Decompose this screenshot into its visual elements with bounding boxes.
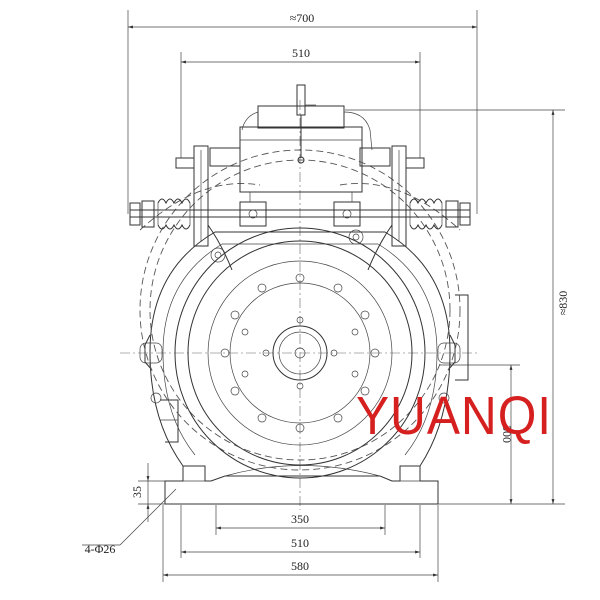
dimension-labels: ≈700 510 ≈830 300 35 350 510 580 4-Φ26 — [85, 11, 570, 573]
dim-base-height: 35 — [130, 486, 144, 498]
traction-sheave-outline — [139, 149, 461, 471]
machine-base — [164, 465, 439, 505]
dimension-lines — [82, 10, 565, 582]
brand-watermark: YUANQI — [356, 386, 553, 446]
dim-hole-spacing-inner: 350 — [291, 512, 309, 526]
dim-overall-height: ≈830 — [556, 291, 570, 316]
dim-mount-holes: 4-Φ26 — [85, 542, 116, 556]
bolt-holes — [220, 273, 380, 433]
brake-magnet — [239, 84, 373, 202]
center-lines — [120, 100, 480, 510]
motor-housing — [139, 231, 469, 467]
dim-shaft-height: 300 — [500, 425, 514, 443]
dim-overall-width: ≈700 — [290, 11, 315, 25]
dim-top-mount-width: 510 — [292, 46, 310, 60]
brake-drum — [150, 227, 450, 479]
dim-base-width: 580 — [291, 559, 309, 573]
dim-hole-spacing-outer: 510 — [291, 536, 309, 550]
brake-assembly — [129, 145, 471, 271]
